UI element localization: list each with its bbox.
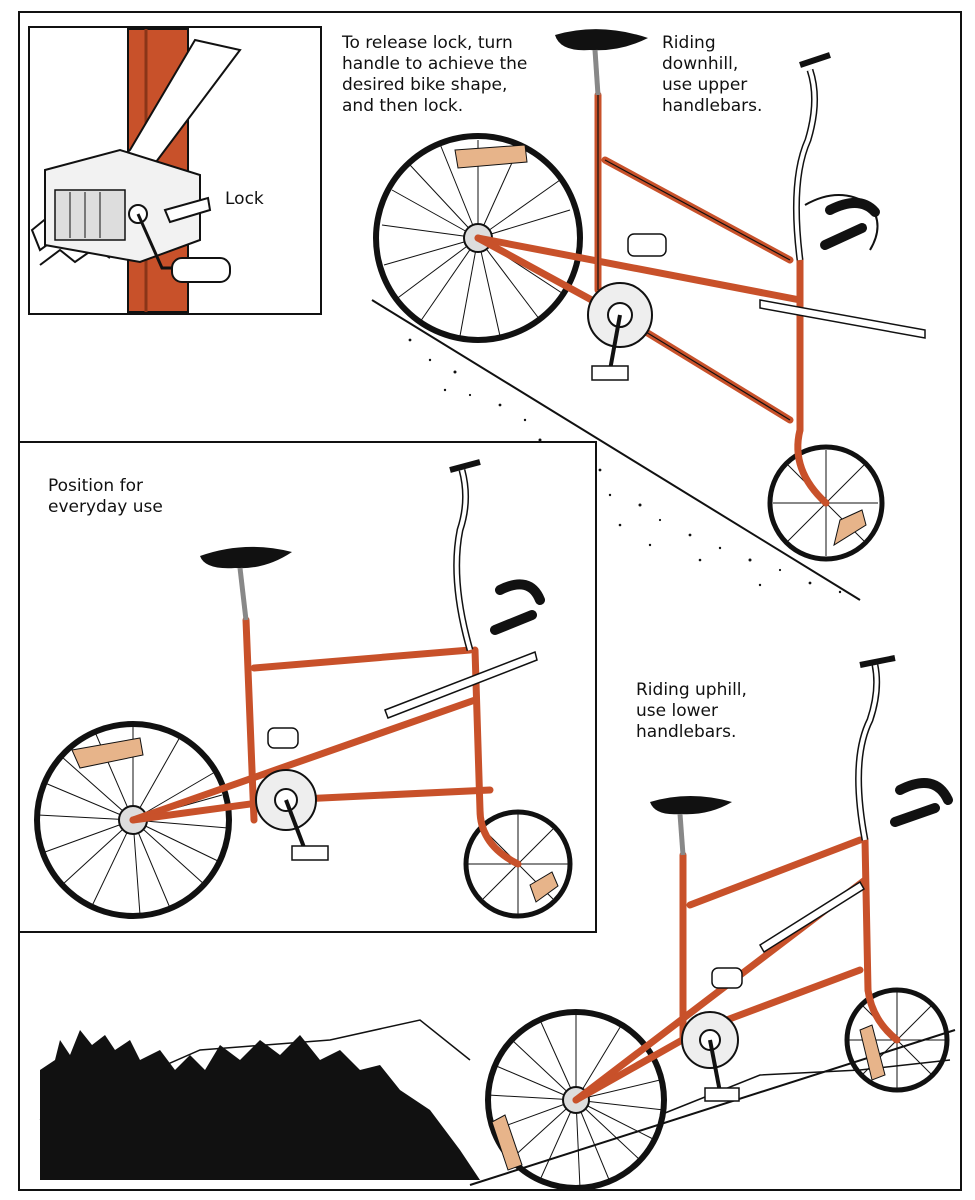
- downhill-label: Riding downhill, use upper handlebars.: [662, 33, 763, 116]
- everyday-label: Position for everyday use: [48, 476, 163, 517]
- lock-label: Lock: [225, 189, 264, 209]
- downhill-slope: [371, 299, 861, 601]
- everyday-inset: [18, 441, 597, 933]
- bike-uphill: [485, 655, 953, 1191]
- release-instructions-label: To release lock, turn handle to achieve …: [342, 33, 528, 116]
- lock-inset: [28, 26, 322, 315]
- hill-scenery: [39, 1019, 956, 1186]
- uphill-label: Riding uphill, use lower handlebars.: [636, 680, 747, 742]
- bike-downhill: [373, 29, 926, 562]
